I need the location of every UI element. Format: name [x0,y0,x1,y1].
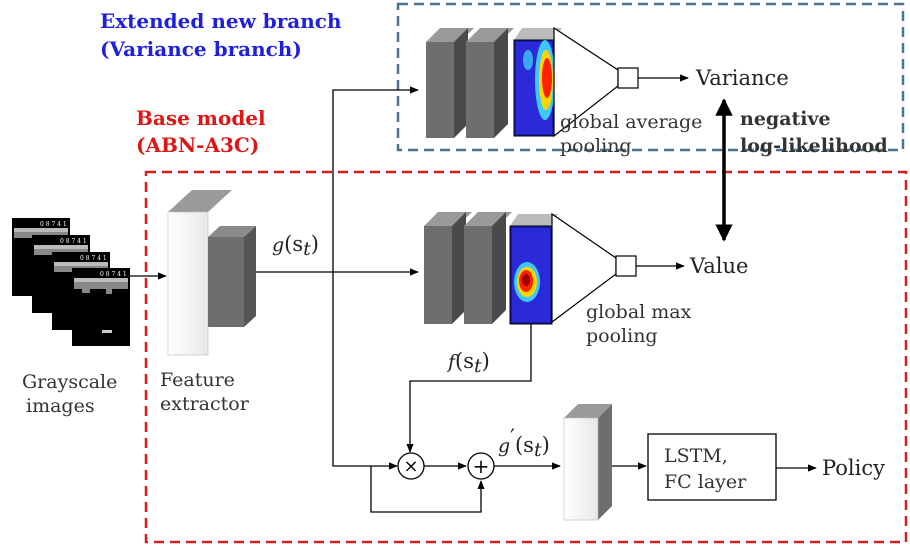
variance-branch-subtitle: (Variance branch) [100,37,302,61]
value-conv-block-2 [464,212,512,324]
base-model-box [144,170,908,544]
svg-text:0 8 7 4 1: 0 8 7 4 1 [100,271,127,278]
value-attention-map [509,214,558,325]
g-st-label: g(st) [272,232,319,260]
variance-pooled-unit [617,67,639,89]
g-prime-label: g′(st) [498,425,550,461]
base-model-title: Base model [136,106,266,130]
multiply-symbol: × [403,456,418,477]
svg-text:0 8 7 4 1: 0 8 7 4 1 [60,238,87,245]
loss-label-2: log-likelihood [740,135,888,157]
variance-attention-map [513,28,562,137]
grayscale-image-stack: 0 8 7 4 1 0 8 7 4 1 0 8 7 4 1 0 8 7 4 1 [12,218,130,346]
connector-attention [406,324,532,453]
base-model-subtitle: (ABN-A3C) [136,133,259,157]
connector-trunk-down [332,272,398,470]
f-st-label: f(st) [446,349,490,377]
svg-text:0 8 7 4 1: 0 8 7 4 1 [40,221,67,228]
value-pooling-label: global max [586,301,692,323]
attention-applied-block [563,404,612,521]
feature-extractor-label: Feature [160,369,235,391]
input-label: Grayscale [22,371,117,393]
connector-residual [370,466,485,513]
loss-label: negative [740,108,831,130]
svg-text:0 8 7 4 1: 0 8 7 4 1 [80,255,107,262]
variance-branch-title: Extended new branch [100,9,342,33]
value-conv-block-1 [424,212,472,324]
policy-label: Policy [822,456,885,480]
variance-conv-block-1 [426,28,474,138]
feature-extractor-label-2: extractor [160,393,250,415]
variance-output-label: Variance [695,66,789,90]
add-symbol: + [473,454,490,478]
feature-extractor-block-2 [208,226,256,327]
connector-trunk-up [332,86,419,272]
input-label-2: images [26,395,95,417]
value-pooled-unit [615,255,637,277]
lstm-fc-box [647,433,777,501]
variance-pooling-label-2: pooling [560,135,632,157]
game-frame: 0 8 7 4 1 [72,268,130,346]
lstm-label: LSTM, [664,445,728,467]
variance-branch-box [396,2,905,152]
value-pooling-label-2: pooling [586,325,658,347]
lstm-label-2: FC layer [664,471,747,493]
value-output-label: Value [689,254,748,278]
variance-conv-block-2 [466,28,514,138]
variance-pooling-label: global average [560,111,702,133]
